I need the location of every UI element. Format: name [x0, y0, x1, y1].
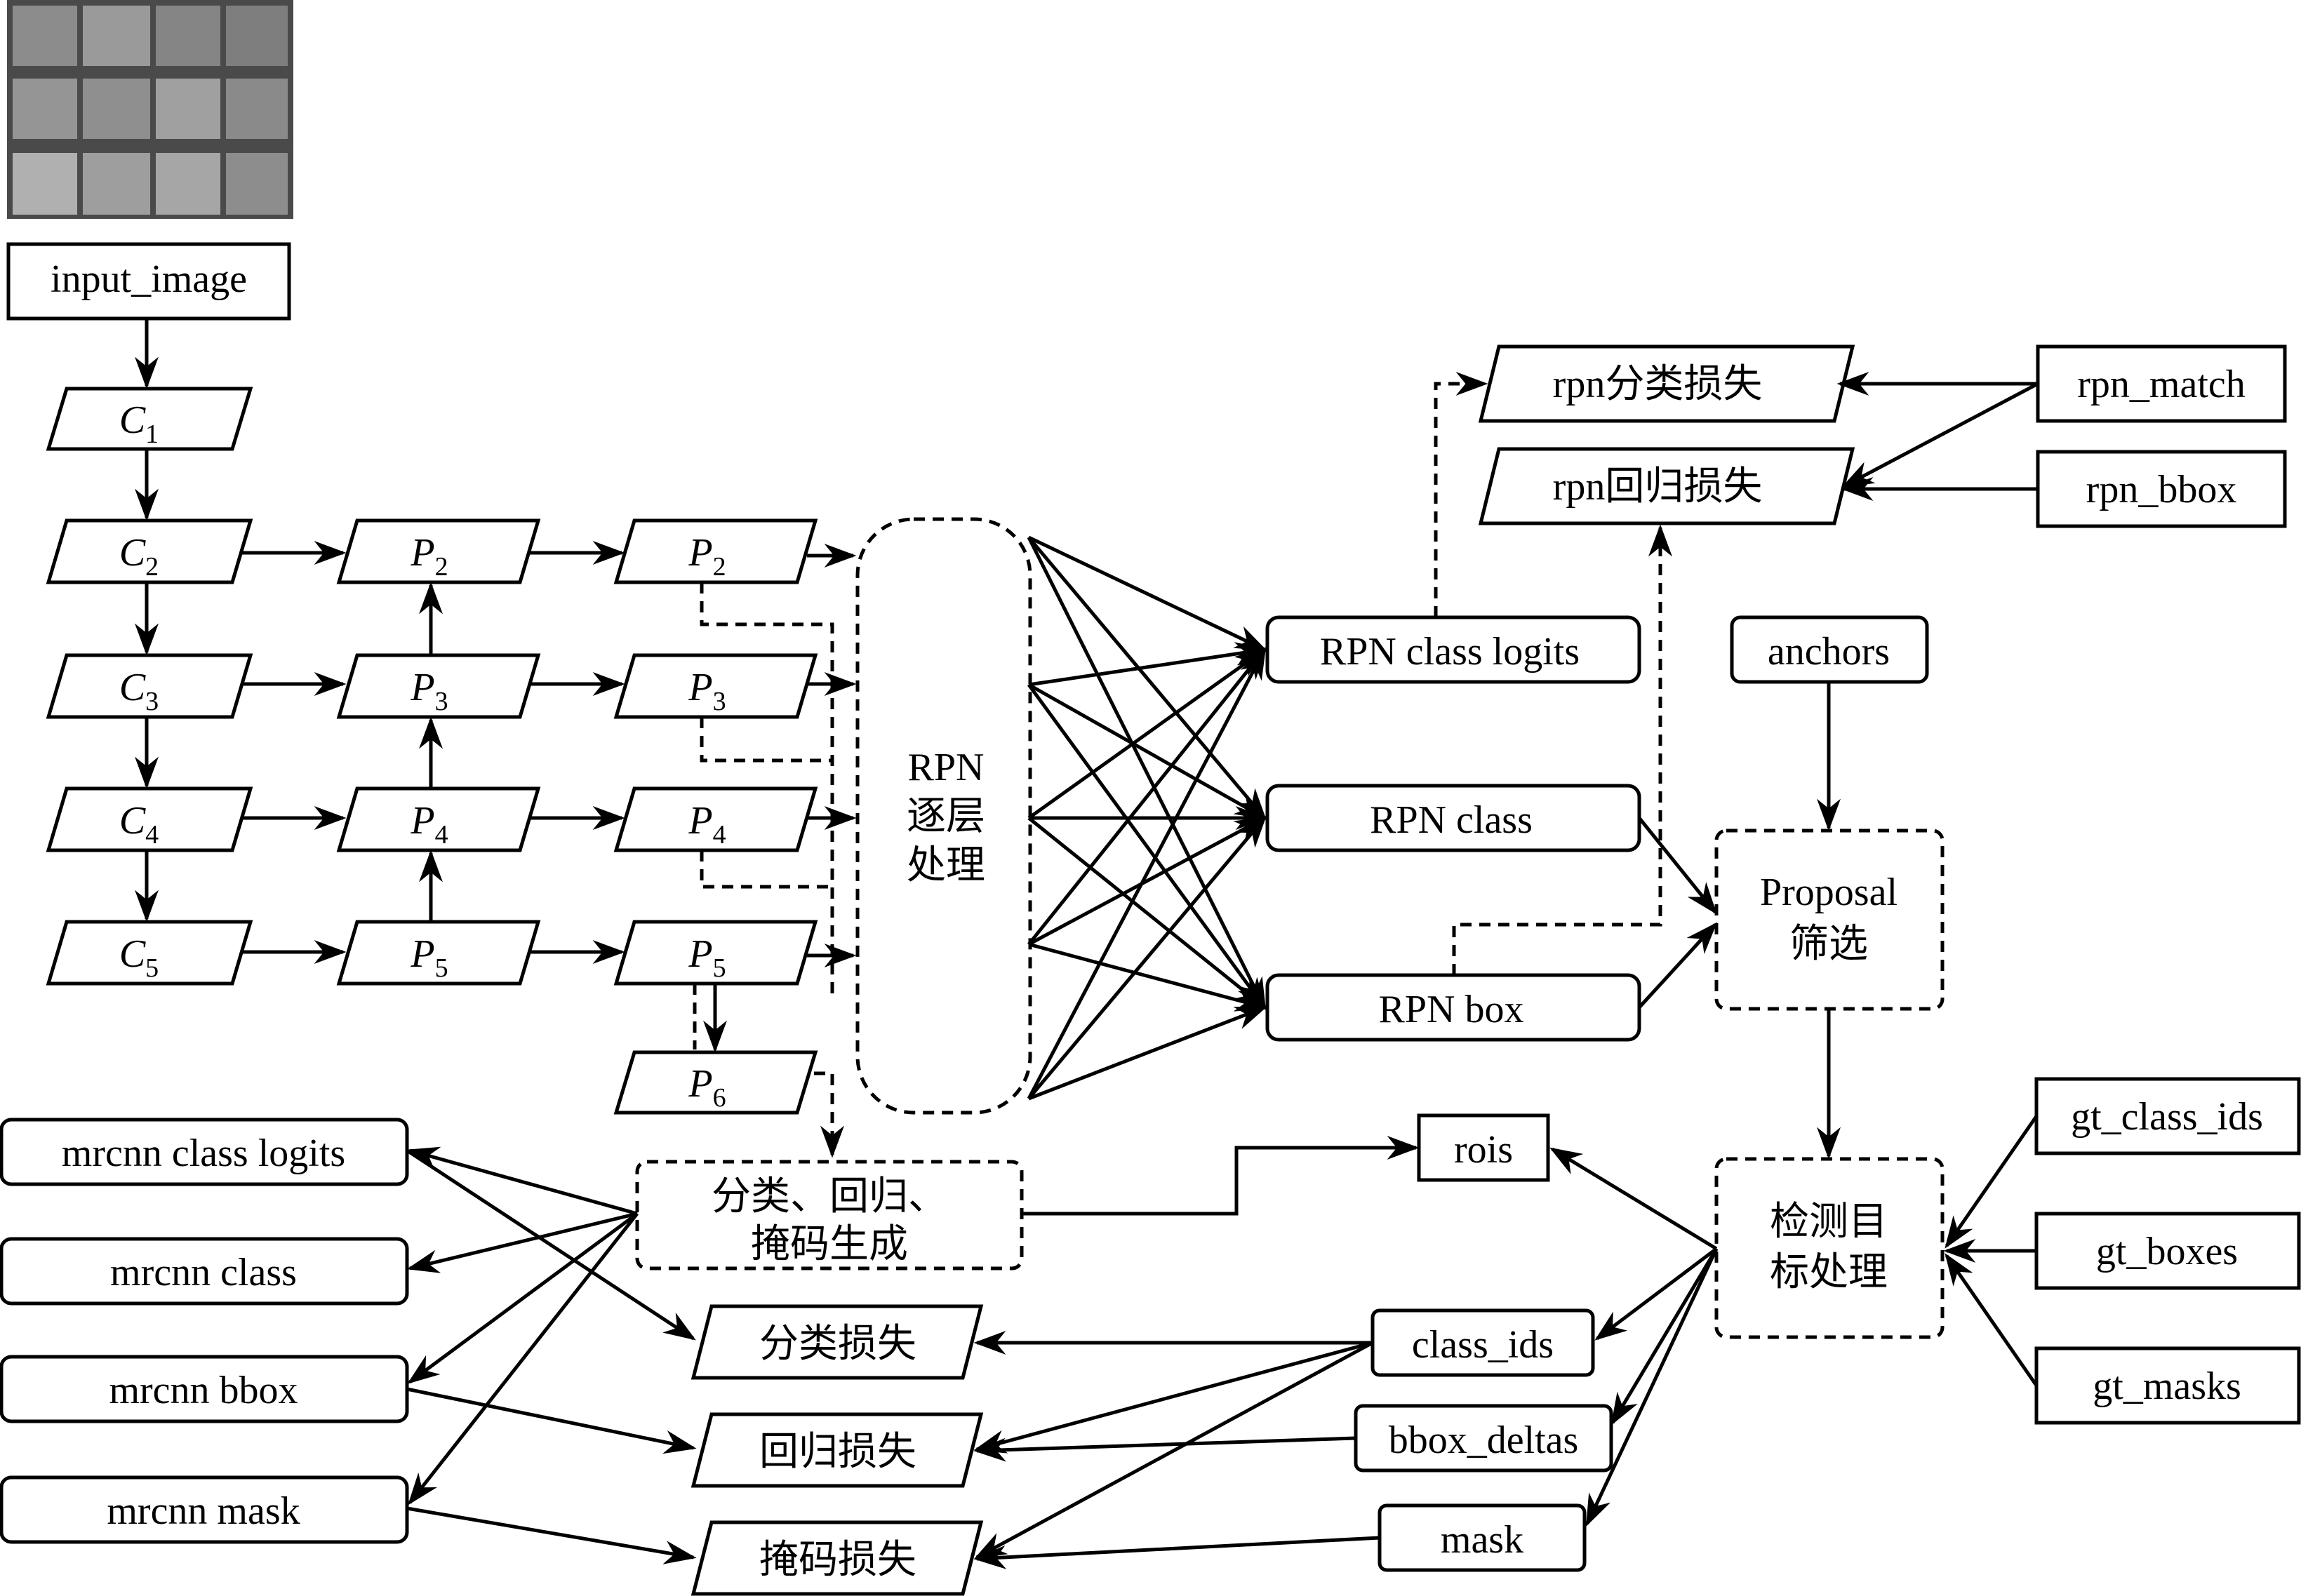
p-column: P2 P3 P4 P5 [242, 518, 541, 986]
rpn-fan-line-2-0 [1027, 648, 1267, 820]
arrow-gen-rois [1022, 1136, 1420, 1216]
rpn-bbox-box [2036, 450, 2287, 528]
mask-loss-node [691, 1520, 984, 1596]
mrcnn-mask-label: mrcnn mask [107, 1489, 300, 1533]
proposal-line-2: 筛选 [1789, 923, 1868, 966]
p4-out-label: P4 [688, 799, 726, 850]
bbox-deltas-label: bbox_deltas [1389, 1419, 1579, 1462]
detection-line-1: 检测目 [1770, 1200, 1888, 1244]
rpn-bbox-label: rpn_bbox [2086, 468, 2237, 511]
rpn-fan-line-4-1 [1027, 815, 1267, 1100]
rpn-fan-line-1-0 [1028, 642, 1268, 687]
p6-out-node [613, 1050, 818, 1115]
rpn-fan-line-4-0 [1027, 646, 1267, 1100]
rpn-process-line-1: RPN [908, 746, 985, 789]
c4-node [46, 786, 253, 852]
rois-box [1417, 1113, 1550, 1182]
cls-loss-node [691, 1304, 984, 1380]
rpn-class-logits-box [1265, 615, 1641, 684]
gt-boxes-label: gt_boxes [2096, 1230, 2238, 1273]
rpn-fan-line-0-2 [1027, 536, 1267, 1011]
rpn-fan-line-2-2 [1027, 817, 1267, 1010]
p3-node [336, 653, 541, 719]
rpn-fan-line-4-2 [1028, 1005, 1268, 1101]
rpn-match-label: rpn_match [2077, 363, 2245, 406]
c2-label: C2 [119, 531, 159, 582]
rpn-fan-line-3-0 [1027, 647, 1267, 946]
rpn-process-line-2: 逐层 [907, 795, 985, 838]
mrcnn-class-logits-label: mrcnn class logits [62, 1132, 345, 1175]
rpn-fan-line-3-1 [1027, 816, 1268, 946]
rpn-cls-loss-label: rpn分类损失 [1553, 363, 1763, 406]
gt-class-ids-box [2034, 1077, 2301, 1155]
proposal-line-1: Proposal [1760, 871, 1898, 914]
rpn-box-label: RPN box [1379, 988, 1524, 1031]
p-to-rpn-arrows [693, 544, 857, 1158]
c1-label: C1 [119, 398, 159, 449]
c-column: C1 C2 C3 C4 C5 [46, 387, 253, 986]
rois-label: rois [1454, 1128, 1513, 1172]
mask-loss-label: 掩码损失 [759, 1538, 916, 1582]
c4-label: C4 [119, 799, 159, 850]
rpn-fan-line-3-2 [1028, 942, 1268, 1012]
c5-node [46, 920, 253, 986]
p6-out-label: P6 [688, 1062, 726, 1113]
p2-label: P2 [410, 531, 448, 582]
c2-node [46, 518, 253, 584]
rpn-reg-loss-node [1478, 447, 1855, 525]
gen-to-mrcnn-arrows [406, 1146, 639, 1506]
loss-arrows [406, 1148, 1380, 1569]
reg-loss-node [691, 1412, 984, 1488]
p5-out-label: P5 [688, 932, 726, 983]
gt-masks-label: gt_masks [2093, 1364, 2241, 1408]
detection-target-box [1714, 1157, 1945, 1339]
c1-node [46, 387, 253, 451]
proposal-box [1714, 829, 1945, 1011]
c3-node [46, 653, 253, 719]
rpn-process-line-3: 处理 [907, 844, 985, 887]
p4-label: P4 [410, 799, 448, 850]
anchors-label: anchors [1768, 630, 1890, 673]
mrcnn-class-label: mrcnn class [110, 1251, 297, 1294]
cls-loss-label: 分类损失 [759, 1322, 916, 1366]
p5-label: P5 [410, 932, 448, 983]
gt-class-ids-label: gt_class_ids [2071, 1095, 2263, 1139]
detection-line-2: 标处理 [1770, 1251, 1888, 1294]
rpn-reg-loss-label: rpn回归损失 [1553, 465, 1763, 509]
reg-loss-label: 回归损失 [759, 1430, 916, 1474]
p3-out-label: P3 [688, 666, 726, 716]
input-image-box [6, 242, 291, 321]
c3-label: C3 [119, 666, 159, 716]
head-gen-line-1: 分类、回归、 [712, 1175, 947, 1219]
rpn-fan-line-1-1 [1027, 683, 1268, 820]
p3-out-node [613, 653, 818, 719]
p-out-column: P2 P3 P4 P5 P6 [530, 518, 818, 1115]
head-gen-line-2: 掩码生成 [751, 1223, 908, 1266]
rpn-fan-line-1-2 [1027, 683, 1267, 1010]
mask-label: mask [1441, 1518, 1523, 1562]
c5-label: C5 [119, 932, 159, 983]
rpn-class-logits-label: RPN class logits [1320, 630, 1580, 673]
rpn-fan-line-0-0 [1027, 535, 1268, 652]
input-image-label: input_image [51, 257, 247, 301]
rpn-fan-line-0-1 [1027, 536, 1267, 821]
gt-boxes-box [2034, 1212, 2301, 1290]
mrcnn-bbox-label: mrcnn bbox [109, 1369, 298, 1412]
rpn-match-box [2036, 344, 2287, 423]
p2-out-label: P2 [688, 531, 726, 582]
class-ids-label: class_ids [1412, 1323, 1554, 1367]
gt-masks-box [2034, 1346, 2301, 1425]
rpn-cls-loss-node [1478, 344, 1855, 423]
rpn-fanout-lines [1027, 535, 1268, 1101]
p3-label: P3 [410, 666, 448, 716]
input-image-thumbnail [7, 0, 293, 219]
rpn-loss-arrows [1434, 372, 2039, 975]
rpn-class-label: RPN class [1370, 798, 1533, 842]
